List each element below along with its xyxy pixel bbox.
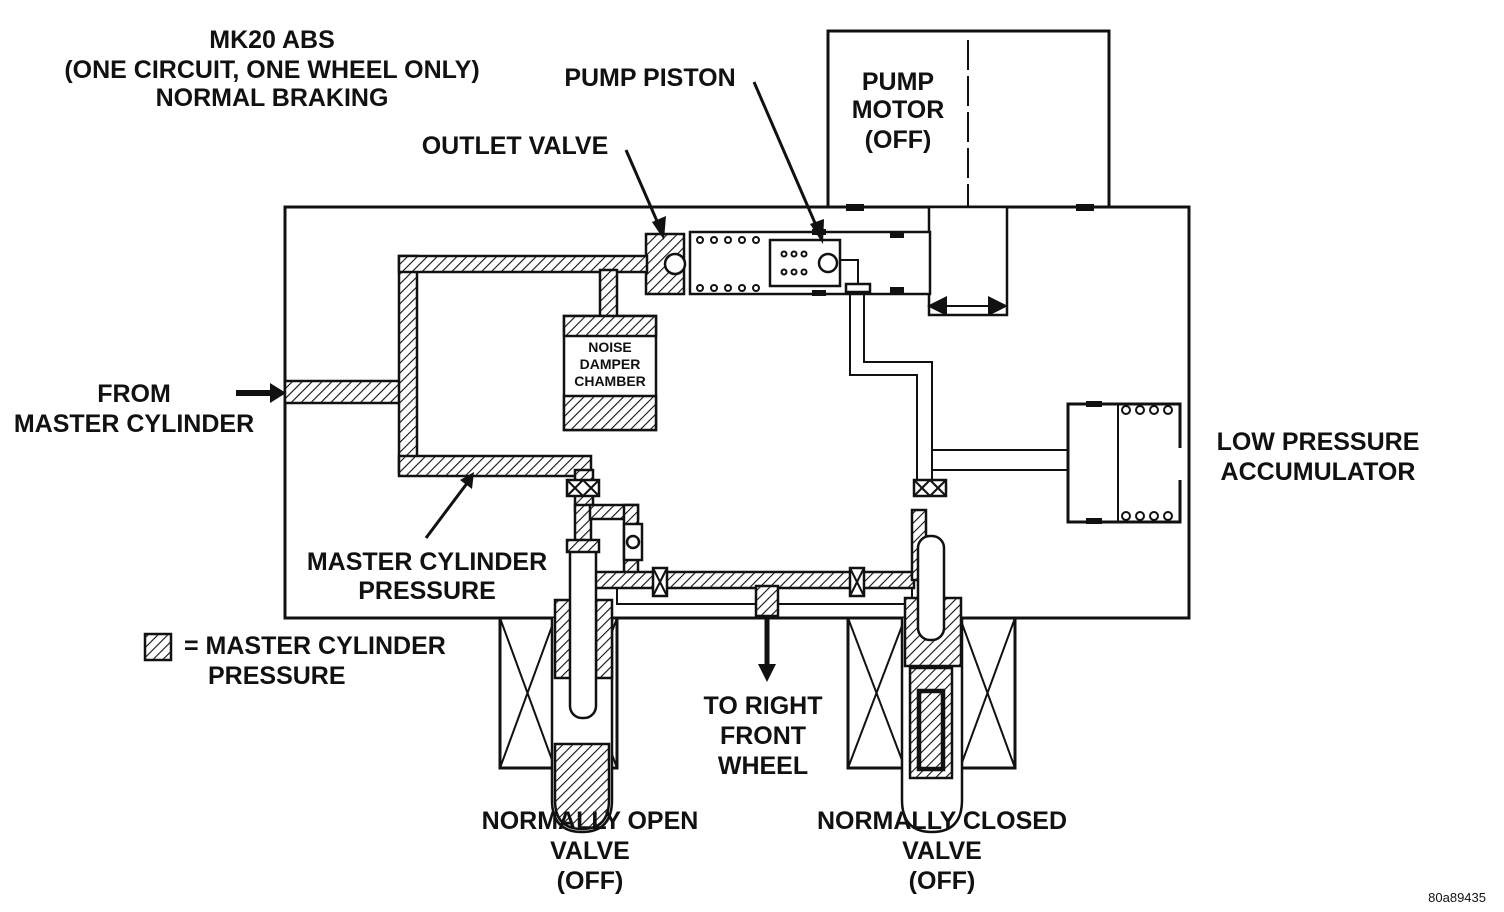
normally-open-label-1: NORMALLY OPEN [482,807,699,835]
from-master-label-1: FROM [97,380,171,408]
pump-piston-label: PUMP PISTON [564,64,735,92]
low-pressure-label-2: ACCUMULATOR [1221,458,1416,486]
pump-motor-label-3: (OFF) [865,126,932,154]
pointer-arrows [236,81,824,682]
to-wheel-label-2: FRONT [720,722,806,750]
title-line-3: NORMAL BRAKING [156,84,389,112]
title-line-1: MK20 ABS [209,26,335,54]
figure-id: 80a89435 [1428,890,1486,905]
outlet-valve [644,232,687,296]
from-master-label-2: MASTER CYLINDER [14,410,254,438]
pump-motor-label-2: MOTOR [852,96,945,124]
normally-open-valve [498,538,619,834]
legend-line-1: = MASTER CYLINDER [184,632,446,660]
normally-closed-label-1: NORMALLY CLOSED [817,807,1067,835]
pump-motor-label-1: PUMP [862,68,934,96]
legend-hatch-swatch [143,632,173,662]
noise-damper-label-1: NOISE [588,339,632,355]
to-wheel-label-3: WHEEL [718,752,808,780]
to-wheel-label-1: TO RIGHT [704,692,823,720]
low-pressure-accumulator [1066,401,1182,524]
master-pressure-label-1: MASTER CYLINDER [307,548,547,576]
legend: = MASTER CYLINDER PRESSURE [143,632,446,690]
pump-eccentric [927,205,1009,317]
pump-piston-assembly [688,229,932,296]
normally-closed-valve [846,534,1017,834]
title-line-2: (ONE CIRCUIT, ONE WHEEL ONLY) [64,56,479,84]
noise-damper-label-2: DAMPER [580,356,641,372]
return-passages [616,259,1068,605]
master-pressure-label-2: PRESSURE [358,577,496,605]
legend-line-2: PRESSURE [208,662,346,690]
noise-damper-chamber: NOISE DAMPER CHAMBER [562,314,658,432]
diagram-title: MK20 ABS (ONE CIRCUIT, ONE WHEEL ONLY) N… [64,26,479,112]
check-valves [565,478,948,598]
normally-open-label-3: (OFF) [557,867,624,895]
noise-damper-label-3: CHAMBER [574,373,646,389]
normally-closed-label-2: VALVE [902,837,982,865]
normally-open-label-2: VALVE [550,837,630,865]
outlet-valve-label: OUTLET VALVE [422,132,609,160]
normally-closed-label-3: (OFF) [909,867,976,895]
low-pressure-label-1: LOW PRESSURE [1217,428,1420,456]
